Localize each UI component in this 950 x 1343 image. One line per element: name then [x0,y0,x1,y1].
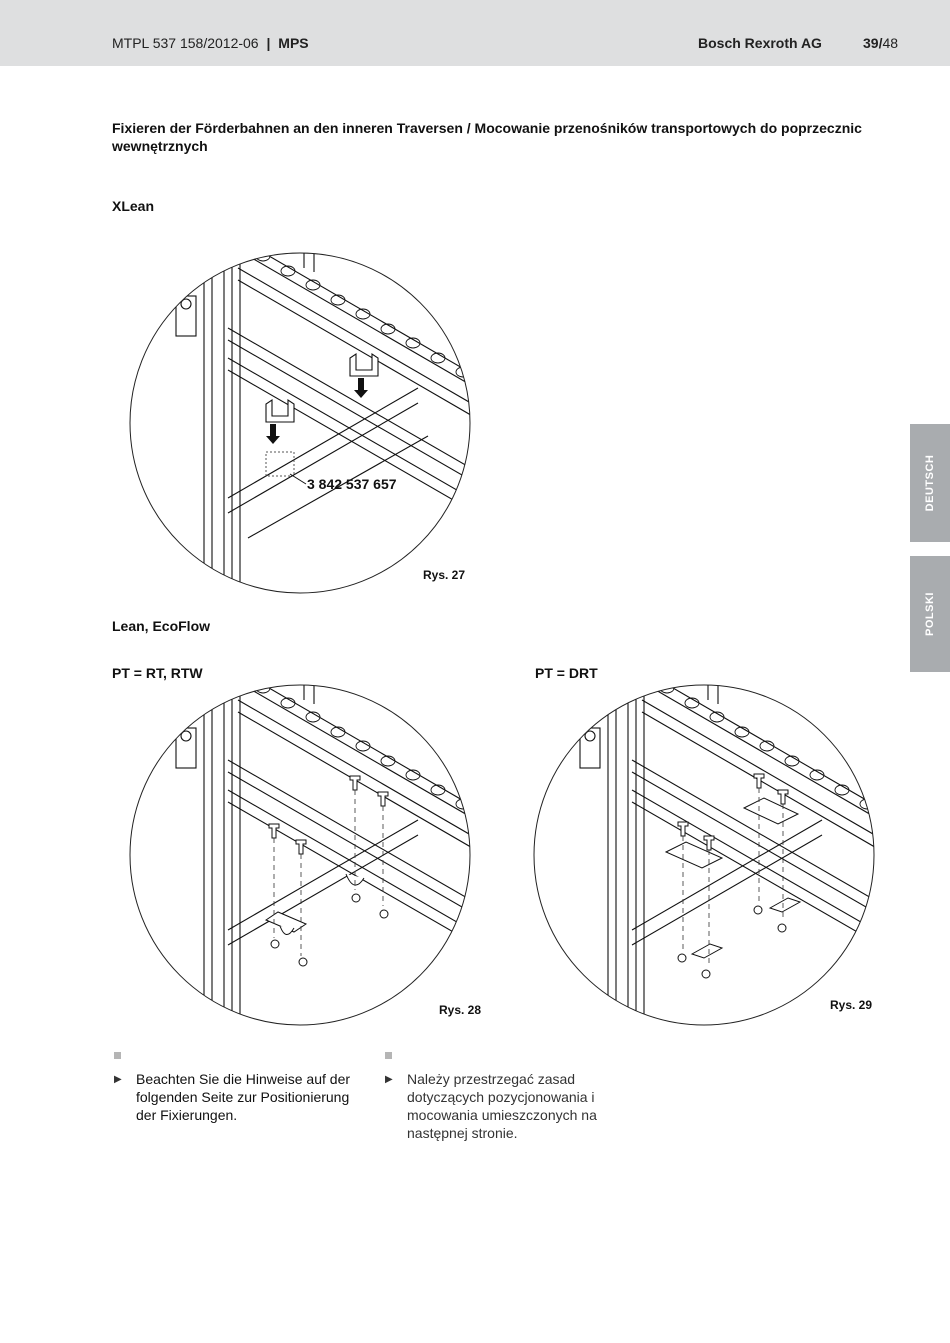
lean-ecoflow-heading: Lean, EcoFlow [112,618,211,634]
arrow-right-icon: ▶ [385,1074,393,1085]
fig27-part-number: 3 842 537 657 [307,476,397,492]
fig28-heading: PT = RT, RTW [112,665,203,681]
note-pl-marker [385,1052,392,1059]
section-title: Fixieren der Förderbahnen an den inneren… [112,120,862,154]
fig29-heading: PT = DRT [535,665,598,681]
figure-27-illustration [128,208,478,598]
header-product: MPS [278,35,309,51]
tab-polski[interactable]: POLSKI [910,556,950,672]
note-de-text: Beachten Sie die Hinweise auf der folgen… [136,1071,351,1123]
tab-polski-label: POLSKI [924,592,936,636]
note-pl: ▶ Należy przestrzegać zasad dotyczących … [385,1070,635,1150]
figure-29-illustration [532,640,882,1030]
note-pl-text: Należy przestrzegać zasad dotyczących po… [407,1071,597,1141]
page-total: 48 [882,35,899,51]
fig27-caption: Rys. 27 [423,568,466,582]
page-header: MTPL 537 158/2012-06 | MPS Bosch Rexroth… [0,0,950,66]
arrow-right-icon: ▶ [114,1074,122,1085]
note-de-marker [114,1052,121,1059]
fig27-heading: XLean [112,198,155,214]
fig28-caption: Rys. 28 [439,1003,482,1017]
header-company: Bosch Rexroth AG [698,35,822,51]
page-current: 39/ [863,35,883,51]
header-doc-info: MTPL 537 158/2012-06 | MPS [112,35,309,51]
header-page-number: 39/48 [863,35,898,51]
figure-28-illustration [128,640,478,1030]
note-de: ▶ Beachten Sie die Hinweise auf der folg… [114,1070,364,1130]
tab-deutsch[interactable]: DEUTSCH [910,424,950,542]
header-doc-id: MTPL 537 158/2012-06 [112,35,259,51]
header-separator: | [266,35,271,51]
fig29-caption: Rys. 29 [830,998,873,1012]
tab-deutsch-label: DEUTSCH [924,454,936,512]
